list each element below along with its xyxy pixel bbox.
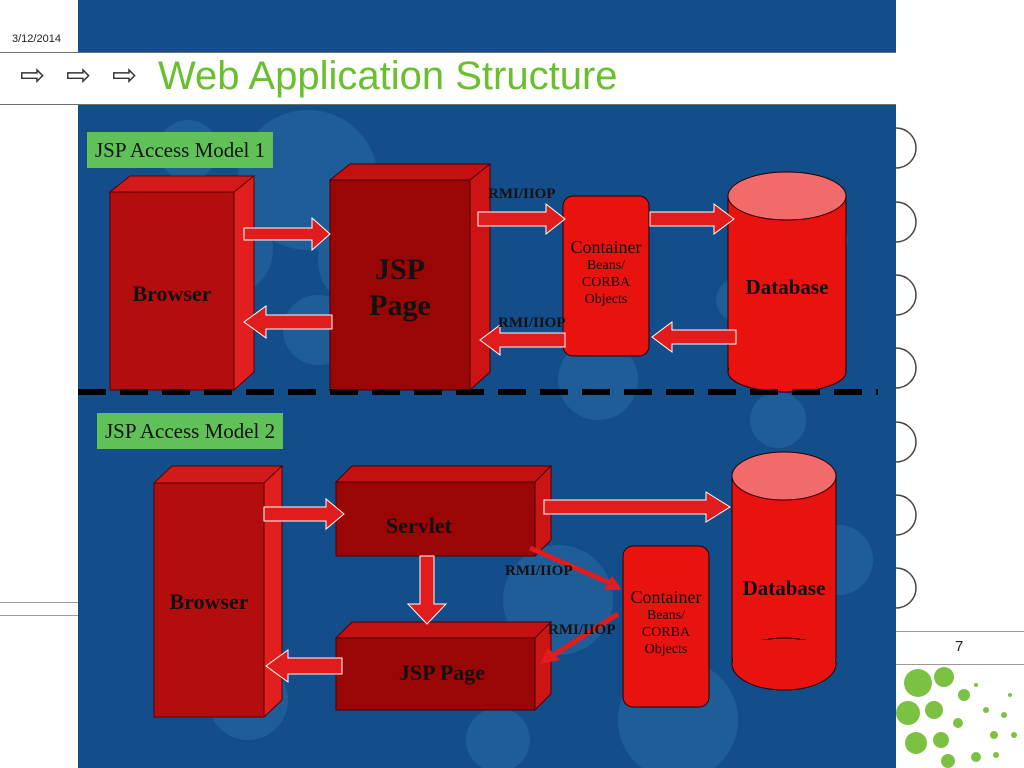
model2-label: JSP Access Model 2: [97, 413, 284, 449]
arrow-jsp-to-browser-model2: [265, 649, 343, 683]
database-label-model1: Database: [745, 275, 829, 299]
container-line: Objects: [644, 642, 688, 657]
footer-rule: [896, 631, 1024, 632]
container-label-model1: Container Beans/ CORBA Objects: [556, 237, 656, 308]
container-title: Container: [570, 237, 642, 257]
arrow-browser-to-servlet-model2: [263, 497, 345, 531]
container-line: Objects: [584, 292, 628, 307]
jsp-label-line1: JSP: [374, 253, 425, 286]
arrow-jsp-to-browser-model1: [243, 305, 333, 339]
container-title: Container: [630, 587, 702, 607]
left-rule: [0, 602, 78, 603]
jsp-label-line2: Page: [369, 289, 431, 322]
database-label-model2: Database: [742, 576, 826, 600]
jsp-page-label-model2: JSP Page: [398, 660, 486, 685]
title-bar: [0, 52, 896, 105]
slide-date: 3/12/2014: [12, 33, 61, 45]
left-rule: [0, 615, 78, 616]
browser-label-model2: Browser: [169, 589, 249, 614]
arrow-container-to-jsp-model2: [540, 611, 620, 664]
arrow-icon: ⇨: [112, 59, 138, 92]
rmi-top-label-model1: RMI/IIOP: [488, 186, 556, 202]
rmi-top-label-model2: RMI/IIOP: [505, 563, 573, 579]
browser-label-model1: Browser: [132, 281, 212, 306]
arrow-servlet-to-db-model2: [543, 491, 731, 523]
right-ring-decor: [896, 127, 917, 609]
arrow-servlet-to-container-model2: [528, 545, 622, 590]
model1-label: JSP Access Model 1: [87, 132, 274, 168]
browser-box-model2: [152, 464, 284, 719]
arrow-icon: ⇨: [66, 59, 92, 92]
jsp-page-box-model1: [328, 162, 492, 392]
servlet-box-model2: [334, 464, 553, 558]
arrow-container-to-jsp-model1: [479, 324, 566, 356]
container-line: Beans/: [586, 258, 626, 273]
footer-rule: [896, 664, 1024, 665]
arrow-db-to-container-model1: [651, 321, 737, 353]
container-box-model2: [622, 545, 710, 708]
jsp-label-model1: JSP Page: [330, 252, 470, 324]
container-line: CORBA: [581, 275, 631, 290]
database-model2: [731, 451, 837, 691]
jsp-page-box-model2: [334, 620, 553, 712]
database-model1: [727, 171, 847, 393]
arrow-browser-to-jsp-model1: [243, 216, 331, 252]
slide-title: Web Application Structure: [158, 54, 618, 98]
dot-logo-decor: [896, 667, 1017, 768]
arrow-icon: ⇨: [20, 59, 46, 92]
container-box-model1: [562, 195, 650, 357]
rmi-bottom-label-model1: RMI/IIOP: [498, 315, 566, 331]
arrow-servlet-to-jsp-model2: [406, 555, 448, 625]
servlet-label: Servlet: [386, 513, 452, 538]
container-line: CORBA: [641, 625, 691, 640]
container-label-model2: Container Beans/ CORBA Objects: [616, 587, 716, 658]
rmi-bottom-label-model2: RMI/IIOP: [548, 622, 616, 638]
page-number: 7: [955, 638, 964, 655]
container-line: Beans/: [646, 608, 686, 623]
arrow-container-to-db-model1: [649, 203, 735, 235]
browser-box-model1: [108, 174, 256, 392]
arrow-jsp-to-container-model1: [477, 202, 566, 236]
